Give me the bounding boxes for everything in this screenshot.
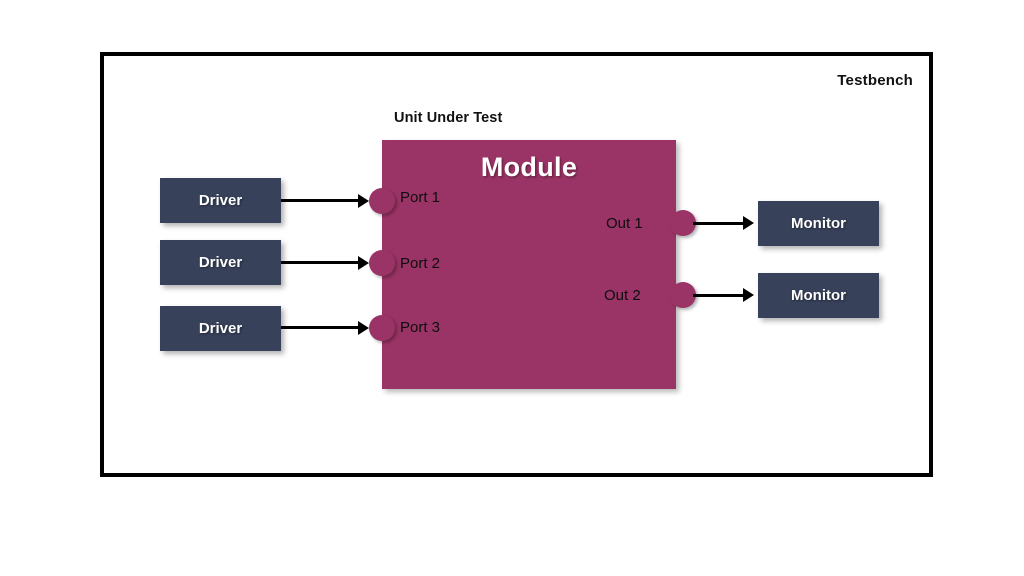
port-label-out-1: Out 1 [606, 215, 643, 232]
port-dot-out-1[interactable] [670, 210, 696, 236]
driver-box-3[interactable]: Driver [160, 306, 281, 351]
driver-box-1[interactable]: Driver [160, 178, 281, 223]
monitor-box-2-label: Monitor [791, 287, 846, 304]
module-box[interactable]: Module [382, 140, 676, 389]
driver-box-3-label: Driver [198, 320, 243, 337]
port-dot-port-3[interactable] [369, 315, 395, 341]
port-dot-port-1[interactable] [369, 188, 395, 214]
arrow-line-driver1-to-port1 [281, 199, 360, 202]
arrow-head-out2-to-monitor2 [743, 288, 754, 302]
arrow-line-driver2-to-port2 [281, 261, 360, 264]
port-label-port-3: Port 3 [400, 319, 441, 336]
testbench-label: Testbench [837, 72, 913, 89]
driver-box-1-label: Driver [198, 192, 243, 209]
unit-under-test-label: Unit Under Test [394, 110, 503, 126]
arrow-head-driver3-to-port3 [358, 320, 369, 335]
arrow-line-out2-to-monitor2 [693, 293, 745, 297]
monitor-box-2[interactable]: Monitor [758, 273, 879, 318]
monitor-box-1[interactable]: Monitor [758, 201, 879, 246]
arrow-head-driver1-to-port1 [358, 193, 369, 208]
arrow-line-out1-to-monitor1 [693, 221, 745, 225]
module-title: Module [480, 152, 578, 182]
port-label-out-2: Out 2 [604, 287, 641, 304]
driver-box-2[interactable]: Driver [160, 240, 281, 285]
port-label-port-2: Port 2 [400, 255, 441, 272]
arrow-head-out1-to-monitor1 [743, 216, 754, 230]
port-dot-out-2[interactable] [670, 282, 696, 308]
driver-box-2-label: Driver [198, 254, 243, 271]
monitor-box-1-label: Monitor [791, 215, 846, 232]
arrow-head-driver2-to-port2 [358, 255, 369, 270]
port-dot-port-2[interactable] [369, 250, 395, 276]
port-label-port-1: Port 1 [400, 189, 441, 206]
arrow-line-driver3-to-port3 [281, 326, 360, 329]
